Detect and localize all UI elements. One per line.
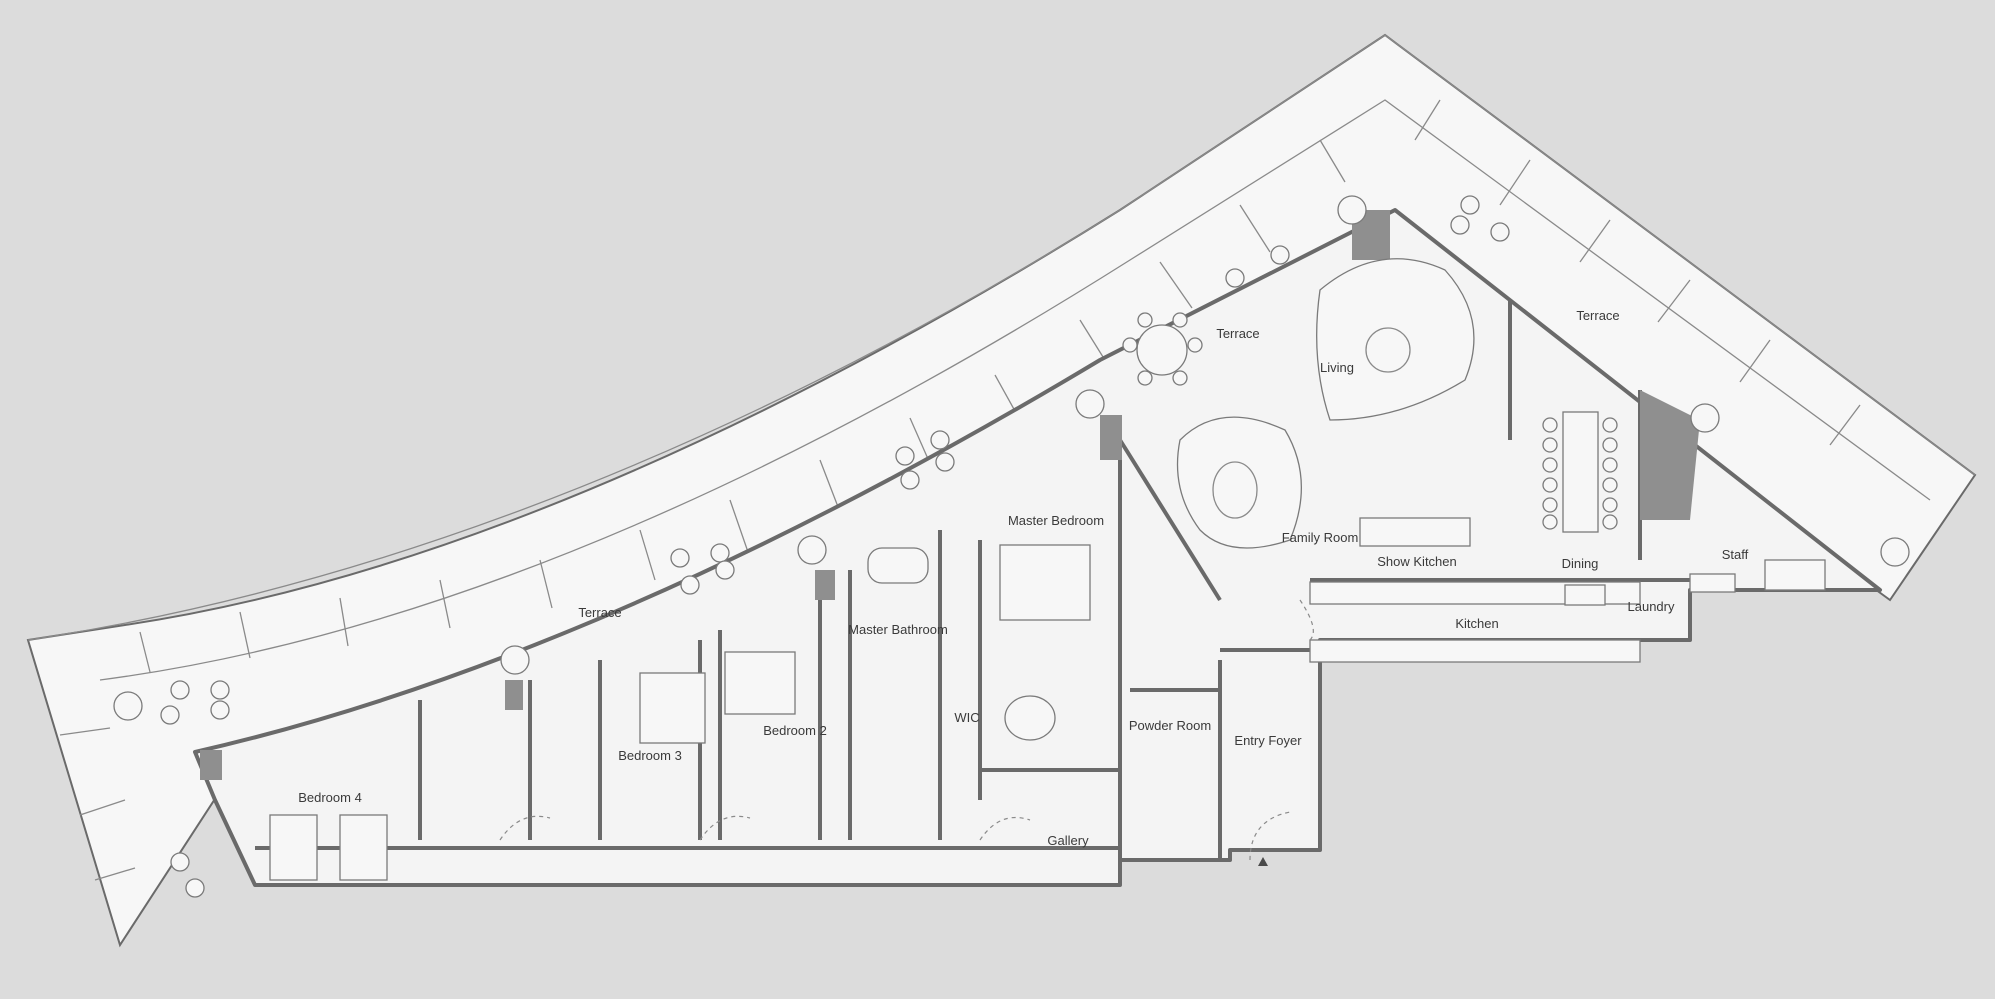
terrace-chairs xyxy=(160,195,1510,898)
family-sofa xyxy=(1176,416,1303,549)
label-gallery: Gallery xyxy=(1047,833,1089,848)
label-kitchen: Kitchen xyxy=(1455,616,1498,631)
label-terrace-east: Terrace xyxy=(1576,308,1619,323)
label-powder-room: Powder Room xyxy=(1129,718,1211,733)
living-sofa xyxy=(1316,258,1475,421)
plant-icon xyxy=(1075,389,1105,419)
bathtub-icon xyxy=(867,547,929,584)
label-bedroom-2: Bedroom 2 xyxy=(763,723,827,738)
bed-icon xyxy=(724,651,796,715)
label-laundry: Laundry xyxy=(1628,599,1675,614)
label-bedroom-3: Bedroom 3 xyxy=(618,748,682,763)
label-wic: WIC xyxy=(954,710,979,725)
door-swings xyxy=(499,599,1314,861)
label-show-kitchen: Show Kitchen xyxy=(1377,554,1457,569)
bed-icon xyxy=(1764,559,1826,591)
label-dining: Dining xyxy=(1562,556,1599,571)
plants xyxy=(113,195,1910,721)
label-master-bedroom: Master Bedroom xyxy=(1008,513,1104,528)
chair-icon xyxy=(1004,695,1056,741)
label-terrace-west: Terrace xyxy=(578,605,621,620)
plant-icon xyxy=(1690,403,1720,433)
entry-arrow-icon xyxy=(1258,857,1268,866)
bed-icon xyxy=(269,814,318,881)
partitions xyxy=(255,300,1690,860)
plant-icon xyxy=(113,691,143,721)
beds xyxy=(269,544,1826,881)
columns xyxy=(200,210,1700,780)
bed-icon xyxy=(639,672,706,744)
kitchen-counters xyxy=(1309,517,1736,663)
label-terrace-center: Terrace xyxy=(1216,326,1259,341)
terrace-segments xyxy=(59,99,1861,881)
plant-icon xyxy=(500,645,530,675)
bed-icon xyxy=(999,544,1091,621)
plant-icon xyxy=(1880,537,1910,567)
plant-icon xyxy=(797,535,827,565)
terrace-outer-rail xyxy=(27,34,1976,641)
terrace-inner-rail xyxy=(99,99,1931,681)
dining-table xyxy=(1542,411,1618,533)
room-labels: Terrace Terrace Terrace Living Family Ro… xyxy=(298,308,1748,848)
label-bedroom-4: Bedroom 4 xyxy=(298,790,362,805)
label-living: Living xyxy=(1320,360,1354,375)
plant-icon xyxy=(1337,195,1367,225)
terrace-round-table xyxy=(1122,312,1203,386)
label-entry-foyer: Entry Foyer xyxy=(1234,733,1302,748)
bed-icon xyxy=(339,814,388,881)
label-family-room: Family Room xyxy=(1282,530,1359,545)
label-staff: Staff xyxy=(1722,547,1749,562)
label-master-bathroom: Master Bathroom xyxy=(848,622,948,637)
